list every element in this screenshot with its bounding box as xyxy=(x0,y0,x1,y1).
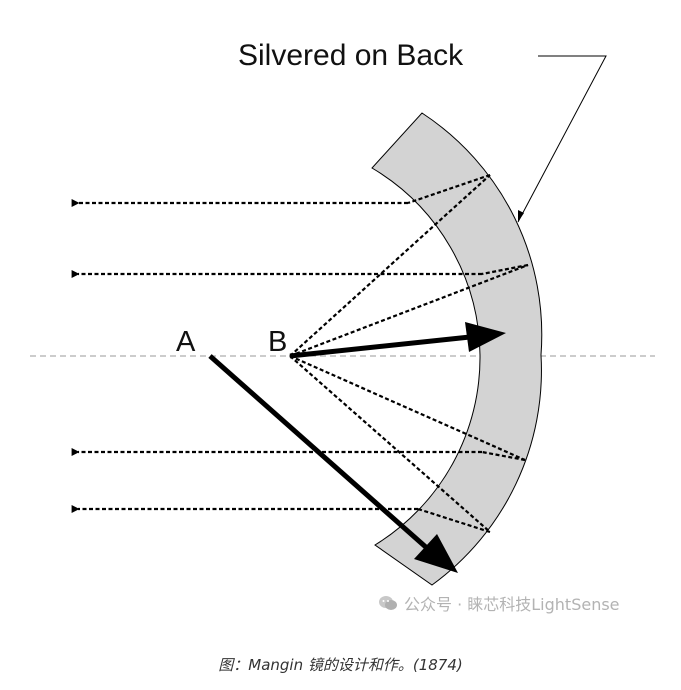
point-a-label: A xyxy=(176,326,196,358)
reflect-1 xyxy=(407,173,491,205)
figure-caption: 图：Mangin 镜的设计和作。(1874) xyxy=(218,656,463,674)
ray-b-3 xyxy=(289,354,526,462)
point-b-label: B xyxy=(268,326,287,358)
reflect-3 xyxy=(481,450,526,462)
mangin-mirror xyxy=(371,112,543,586)
label-leader-line xyxy=(517,55,607,223)
leader-arrowhead xyxy=(518,210,524,222)
internal-reflections xyxy=(407,173,529,534)
ray-b-1 xyxy=(289,174,491,357)
reflect-2 xyxy=(481,263,529,276)
arrow-a xyxy=(208,354,458,573)
watermark: 公众号 · 睐芯科技LightSense xyxy=(378,592,620,614)
rays-from-b xyxy=(289,174,529,533)
mangin-mirror-diagram: Silvered on Back A B xyxy=(30,39,655,586)
watermark-text: 公众号 · 睐芯科技LightSense xyxy=(404,595,620,614)
collimated-rays xyxy=(71,199,482,513)
silvered-label: Silvered on Back xyxy=(238,39,464,72)
arrow-b xyxy=(289,322,506,359)
wechat-icon xyxy=(379,596,397,610)
ray-b-4 xyxy=(289,355,491,533)
ray-b-2 xyxy=(289,263,529,358)
